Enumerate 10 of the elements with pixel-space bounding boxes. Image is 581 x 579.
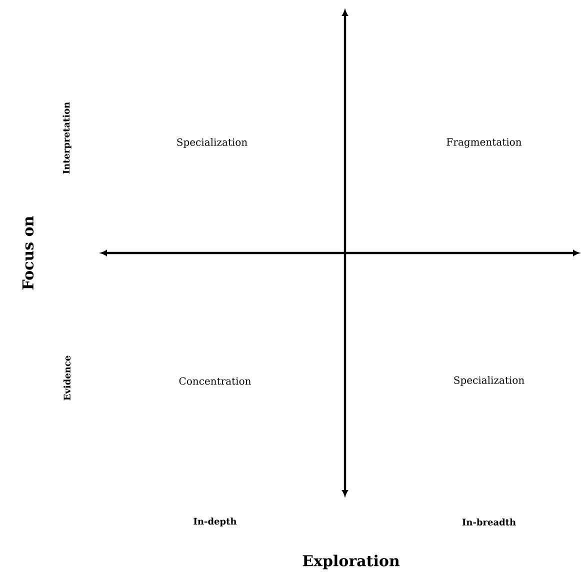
quadrant-label: Specialization (454, 376, 524, 386)
axis-end-label: Evidence (64, 356, 70, 400)
axis-title: Exploration (302, 554, 400, 570)
axis-end-label: In-breadth (462, 518, 516, 526)
axis-end-label: In-depth (194, 518, 237, 526)
axis-title: Focus on (22, 216, 34, 290)
quadrant-label: Concentration (179, 377, 251, 385)
quadrant-label: Fragmentation (446, 138, 522, 148)
quadrant-label: Specialization (177, 138, 248, 148)
axis-end-label: Interpretation (62, 102, 72, 174)
